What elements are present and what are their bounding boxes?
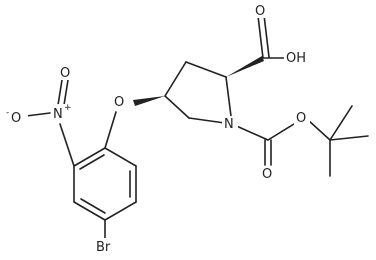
atom-oh: OH: [286, 51, 306, 66]
atom-o-boc-ester: O: [296, 111, 306, 126]
wedge-c2-cooh: [226, 56, 264, 77]
atom-o-nitro-minus: O: [11, 111, 21, 126]
charge-minus: -: [6, 108, 9, 118]
atom-o-nitro-top: O: [60, 66, 70, 81]
atom-o-boc-carbonyl: O: [262, 167, 272, 182]
atom-o-ether: O: [114, 95, 124, 110]
boc-group: [231, 105, 369, 177]
atom-o-carbonyl-acid: O: [255, 4, 265, 19]
wedge-c4-o: [133, 96, 165, 106]
charge-plus: +: [64, 103, 72, 113]
pyrrolidine-ring: [164, 61, 233, 125]
atom-labels: O OH O N O O N + O - O Br: [6, 3, 310, 255]
atom-n-ring: N: [224, 117, 234, 132]
benzene-ring: [73, 147, 137, 221]
carboxylic-acid: [257, 14, 285, 59]
atom-br: Br: [96, 240, 111, 255]
nitro-group: [25, 79, 75, 167]
bond-aryl-o: [104, 111, 117, 149]
atom-n-nitro: N: [53, 107, 63, 122]
